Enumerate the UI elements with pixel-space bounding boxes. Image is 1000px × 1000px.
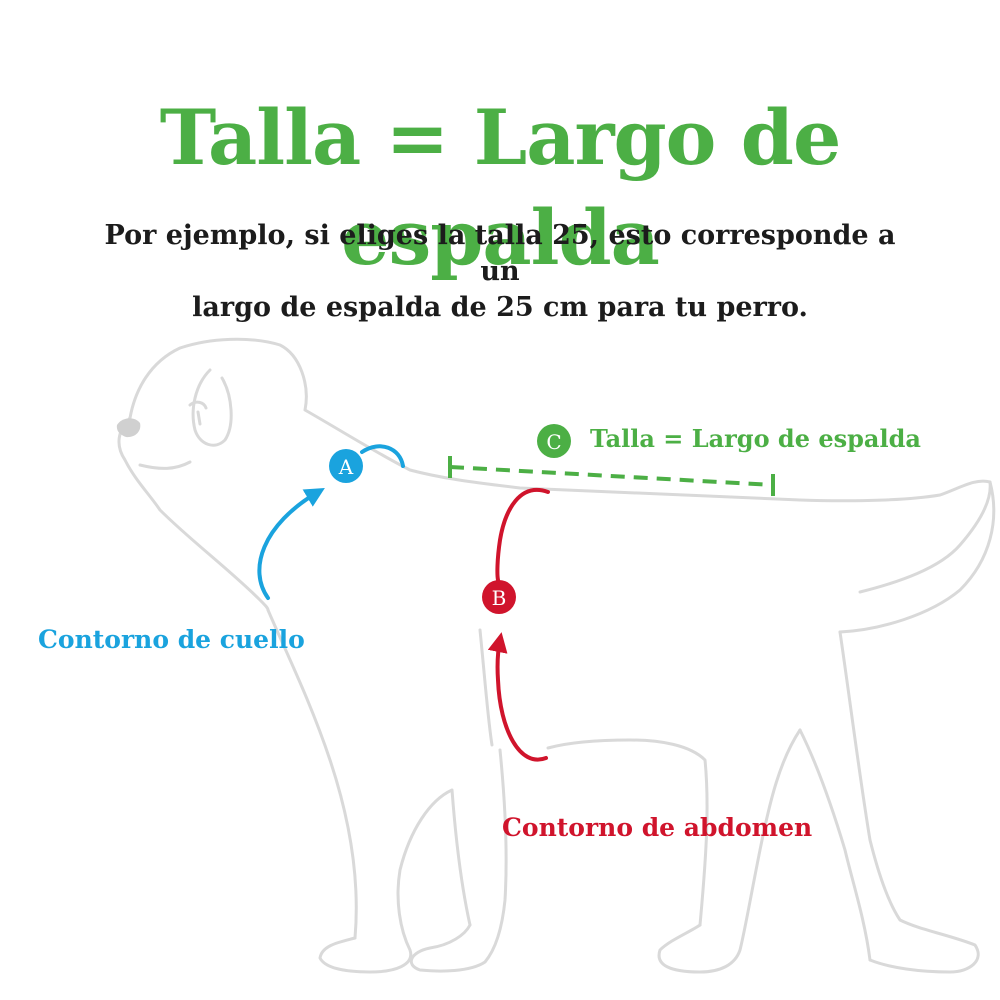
back-length-measurement: C (448, 424, 775, 496)
subtitle-line-1: Por ejemplo, si eliges la talla 25, esto… (104, 220, 896, 287)
subtitle-line-2: largo de espalda de 25 cm para tu perro. (192, 292, 808, 323)
marker-b-badge (482, 580, 516, 614)
neck-curve (360, 444, 405, 468)
dog-nose (116, 418, 141, 438)
subtitle: Por ejemplo, si eliges la talla 25, esto… (100, 218, 900, 326)
back-length-line (449, 465, 774, 487)
abdomen-label: Contorno de abdomen (502, 813, 813, 842)
neck-arrow (257, 487, 325, 600)
abdomen-measurement: B (482, 488, 550, 762)
abdomen-arrow (487, 632, 548, 762)
marker-b-letter: B (492, 586, 507, 610)
neck-label: Contorno de cuello (38, 625, 305, 654)
marker-a-badge (329, 449, 363, 483)
page-title: Talla = Largo de espalda (159, 93, 842, 282)
marker-c-letter: C (546, 430, 561, 454)
abdomen-curve (495, 488, 550, 582)
marker-a-letter: A (338, 455, 354, 479)
marker-c-badge (537, 424, 571, 458)
neck-measurement: A (257, 444, 405, 600)
back-length-label: Talla = Largo de espalda (590, 424, 921, 453)
